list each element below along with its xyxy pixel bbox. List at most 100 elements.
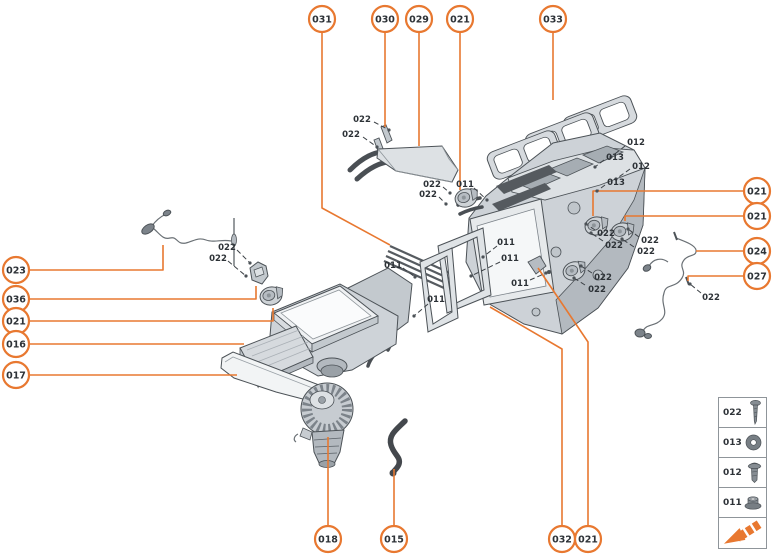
fastener-point: [609, 155, 613, 159]
fastener-point: [244, 274, 248, 278]
callout-021[interactable]: 021: [742, 176, 772, 206]
label-leader-line: [442, 186, 451, 194]
callout-031[interactable]: 031: [307, 4, 337, 34]
mounting-bracket-part: [249, 261, 269, 285]
blower-motor-part: [293, 382, 354, 468]
part-number-label: 022: [605, 241, 623, 251]
callout-leader-line: [624, 215, 743, 221]
part-number-label: 022: [637, 247, 655, 257]
label-leader-line: [227, 260, 247, 277]
callout-018[interactable]: 018: [313, 524, 343, 554]
callout-029[interactable]: 029: [404, 4, 434, 34]
legend-label: 012: [723, 467, 742, 478]
hvac-main-case-part: [456, 132, 646, 335]
callout-circle[interactable]: [1, 329, 31, 359]
callout-circle[interactable]: [313, 524, 343, 554]
screw-short-icon: [747, 462, 762, 483]
part-number-label: 012: [632, 162, 650, 172]
fastener-point: [448, 191, 452, 195]
fastener-point: [485, 198, 489, 202]
callout-circle[interactable]: [307, 4, 337, 34]
drain-hose-part: [387, 418, 408, 477]
part-number-label: 011: [384, 261, 402, 271]
callout-027[interactable]: 027: [742, 261, 772, 291]
callout-023[interactable]: 023: [1, 255, 31, 285]
callout-number: 021: [747, 187, 767, 198]
part-number-label: 011: [456, 180, 474, 190]
callout-number: 029: [409, 15, 429, 26]
part-number-label: 022: [353, 115, 371, 125]
parts-artwork: [141, 93, 697, 477]
callout-016[interactable]: 016: [1, 329, 31, 359]
callout-circle[interactable]: [379, 524, 409, 554]
part-number-label: 011: [427, 295, 445, 305]
legend-row-022: 022: [719, 398, 766, 428]
callout-015[interactable]: 015: [379, 524, 409, 554]
callout-024[interactable]: 024: [742, 236, 772, 266]
fastener-point: [626, 227, 630, 231]
callout-leader-line: [537, 267, 589, 526]
callout-leader-line: [592, 190, 743, 216]
callout-circle[interactable]: [573, 524, 603, 554]
label-leader-line: [594, 159, 605, 168]
fastener-point: [572, 276, 576, 280]
callout-number: 017: [6, 371, 26, 382]
callout-leader-line: [29, 308, 274, 322]
fastener-point: [589, 231, 593, 235]
legend-label: 022: [723, 407, 742, 418]
callout-circle[interactable]: [445, 4, 475, 34]
fastener-point: [593, 165, 597, 169]
fastener-point: [595, 189, 599, 193]
callout-leader-line: [489, 306, 563, 526]
label-leader-line: [585, 223, 596, 231]
callout-017[interactable]: 017: [1, 360, 31, 390]
callout-021[interactable]: 021: [573, 524, 603, 554]
callout-number: 032: [552, 535, 572, 546]
callout-circle[interactable]: [1, 360, 31, 390]
label-leader-line: [482, 245, 498, 258]
fastener-point: [444, 202, 448, 206]
callout-number: 031: [312, 15, 332, 26]
label-leader-line: [438, 196, 447, 205]
fastener-point: [248, 261, 252, 265]
fastener-point: [579, 264, 583, 268]
callout-circle[interactable]: [538, 4, 568, 34]
callout-circle[interactable]: [1, 255, 31, 285]
part-number-label: 022: [342, 130, 360, 140]
callout-leader-line: [29, 286, 257, 300]
legend-row-012: 012: [719, 458, 766, 488]
callout-circle[interactable]: [742, 201, 772, 231]
screw-long-icon: [750, 399, 761, 425]
label-leader-line: [610, 145, 626, 158]
callout-number: 016: [6, 340, 26, 351]
callout-033[interactable]: 033: [538, 4, 568, 34]
callout-number: 021: [747, 212, 767, 223]
callout-number: 024: [747, 247, 767, 258]
callout-leader-line: [321, 33, 391, 246]
callout-circle[interactable]: [742, 261, 772, 291]
callout-leader-line: [687, 275, 743, 281]
callout-032[interactable]: 032: [547, 524, 577, 554]
callout-circle[interactable]: [370, 4, 400, 34]
label-leader-line: [413, 303, 429, 317]
legend-row-013: 013: [719, 428, 766, 458]
legend-row-011: 011: [719, 488, 766, 518]
heater-core-part: [347, 145, 459, 183]
sensor-harness-part: [141, 209, 237, 266]
legend-label: 011: [723, 497, 742, 508]
callout-number: 021: [6, 317, 26, 328]
fastener-point: [375, 145, 379, 149]
callout-number: 018: [318, 535, 338, 546]
part-number-label: 022: [702, 293, 720, 303]
part-number-label: 022: [419, 190, 437, 200]
label-leader-line: [236, 249, 251, 264]
flange-nut-icon: [744, 495, 762, 510]
callout-021[interactable]: 021: [742, 201, 772, 231]
label-leader-line: [580, 265, 593, 274]
callout-030[interactable]: 030: [370, 4, 400, 34]
callout-circle[interactable]: [404, 4, 434, 34]
fastener-point: [413, 275, 417, 279]
callout-021[interactable]: 021: [445, 4, 475, 34]
